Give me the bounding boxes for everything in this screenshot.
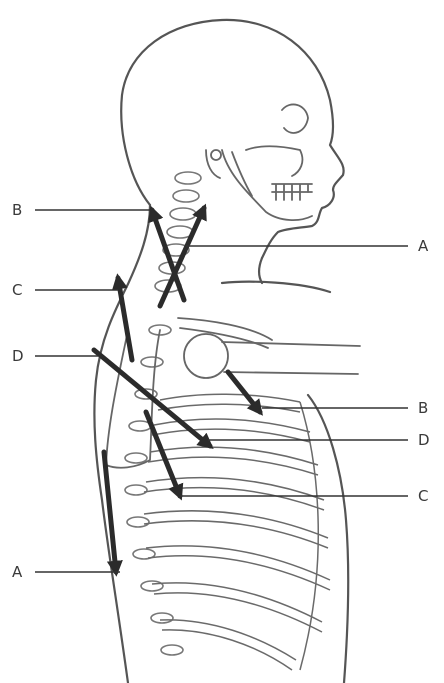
rib	[152, 583, 322, 622]
rib	[154, 593, 322, 632]
labels: B C D A A B D C	[12, 201, 430, 581]
rib	[162, 630, 292, 670]
label-left-d: D	[12, 347, 24, 365]
ear-canal	[211, 150, 221, 160]
vertebra	[151, 613, 173, 623]
arrow-b-chest	[228, 372, 260, 412]
label-right-d: D	[418, 431, 430, 449]
shoulder-top	[222, 282, 330, 292]
vertebra	[161, 645, 183, 655]
rib	[160, 394, 300, 402]
vertebra	[173, 190, 199, 202]
humeral-head	[184, 334, 228, 378]
arm-stub	[222, 342, 360, 374]
label-left-b: B	[12, 201, 22, 219]
vertebra	[125, 485, 147, 495]
upper-teeth	[272, 184, 312, 192]
vertebra	[141, 357, 163, 367]
rib	[146, 546, 330, 580]
rib	[148, 457, 318, 475]
label-right-a: A	[418, 237, 429, 255]
ramus	[232, 152, 252, 196]
mastoid	[206, 150, 220, 178]
label-right-c: C	[418, 487, 428, 505]
rib	[144, 511, 328, 538]
rib	[148, 556, 330, 590]
label-left-a: A	[12, 563, 23, 581]
rib	[144, 521, 328, 548]
vertebra	[125, 453, 147, 463]
orbit	[282, 104, 308, 133]
back-contour	[94, 205, 150, 683]
label-right-b: B	[418, 399, 428, 417]
vertebra	[127, 517, 149, 527]
leader-lines	[35, 210, 408, 572]
chest-contour	[308, 395, 348, 683]
vertebra	[141, 581, 163, 591]
vertebra	[175, 172, 201, 184]
label-left-c: C	[12, 281, 22, 299]
force-arrows	[94, 208, 260, 572]
skull-details	[206, 104, 312, 220]
vertebra	[170, 208, 196, 220]
lower-teeth	[272, 192, 312, 200]
rib	[150, 447, 318, 465]
cheekbone	[246, 146, 302, 176]
rib-cage	[144, 394, 330, 670]
neck-front	[259, 258, 262, 283]
